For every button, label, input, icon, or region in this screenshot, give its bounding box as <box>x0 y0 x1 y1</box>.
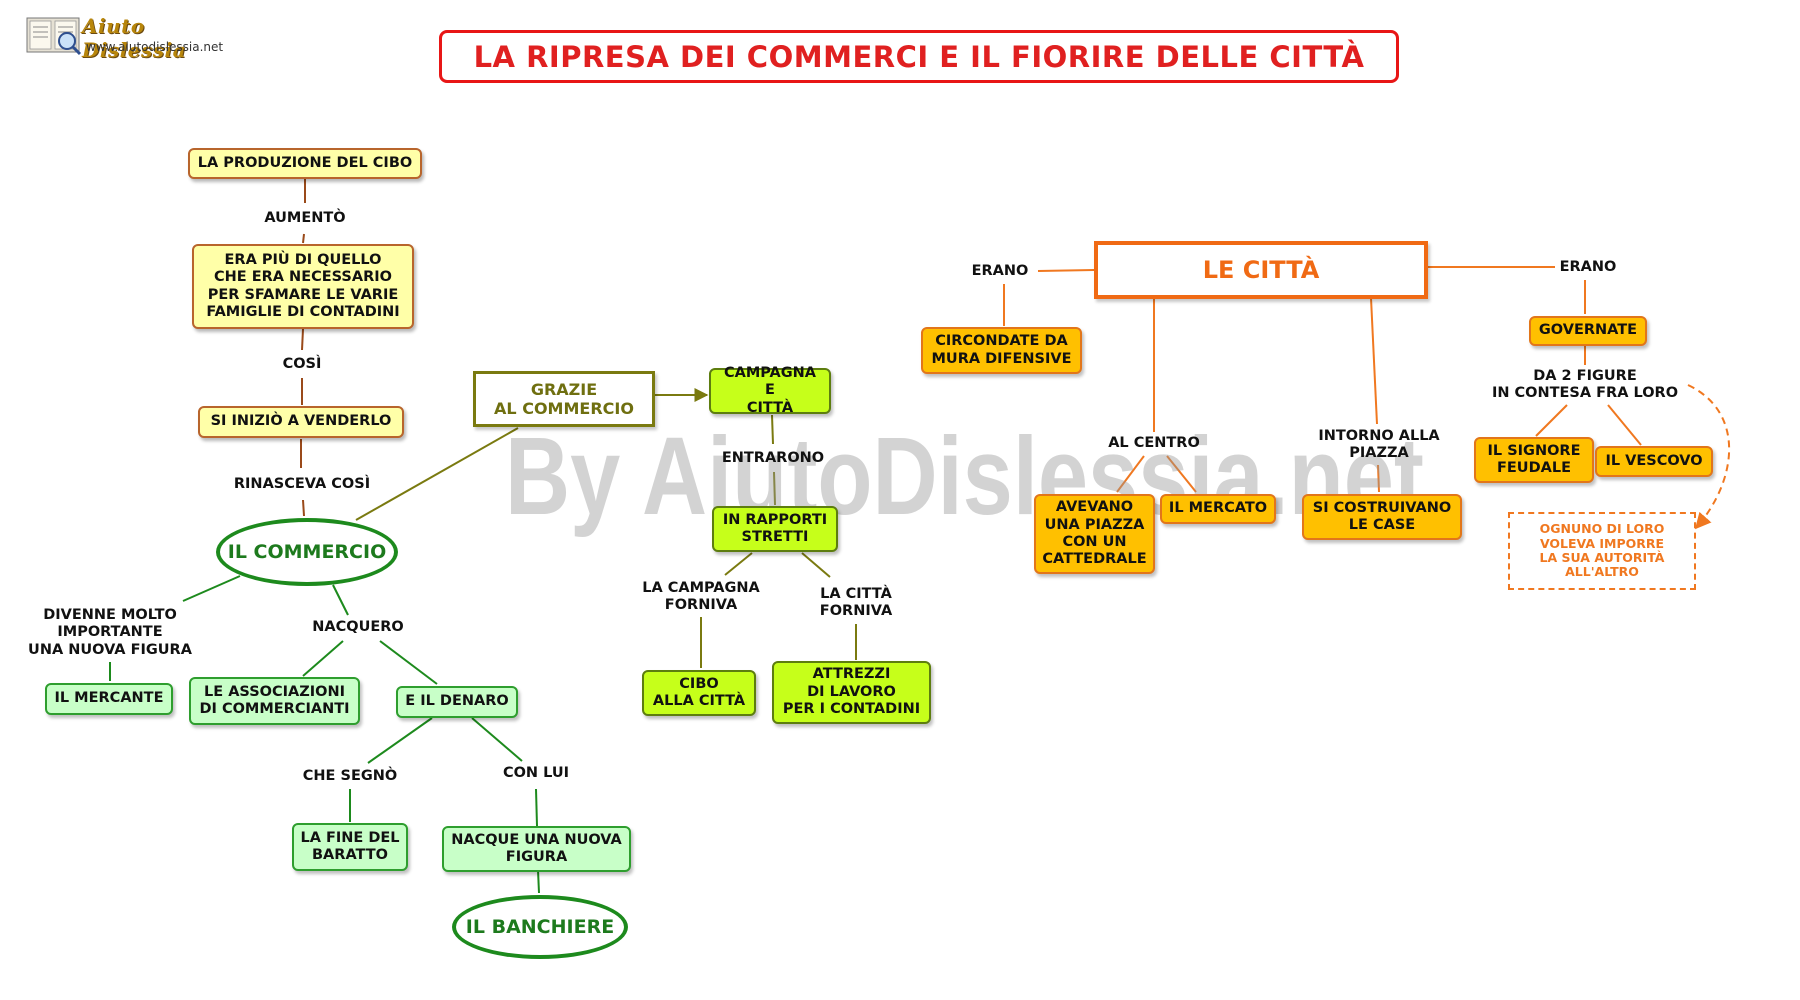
green-connectors <box>109 575 540 894</box>
connector-conlui-nuova <box>535 788 538 827</box>
connector-figure-note-dashed <box>1687 384 1731 530</box>
node-le-citta: LE CITTÀ <box>1094 241 1428 299</box>
node-e-il-denaro: E IL DENARO <box>396 686 518 718</box>
label-rinasceva: RINASCEVA COSÌ <box>233 476 371 493</box>
connector-erapiu-cosi <box>301 328 304 351</box>
label-aumento: AUMENTÒ <box>264 210 346 227</box>
logo-url: www.aiutodislessia.net <box>86 40 224 54</box>
connector-alcentro-piazza <box>1116 455 1145 493</box>
label-campagna-forniva: LA CAMPAGNA FORNIVA <box>642 579 760 613</box>
node-piazza-cattedrale: AVEVANO UNA PIAZZA CON UN CATTEDRALE <box>1034 494 1155 574</box>
label-intorno-piazza: INTORNO ALLA PIAZZA <box>1318 427 1440 461</box>
node-campagna-citta: CAMPAGNA E CITTÀ <box>709 365 831 416</box>
label-nacquero: NACQUERO <box>312 619 404 636</box>
node-il-mercato: IL MERCATO <box>1160 494 1276 524</box>
node-cibo-citta: CIBO ALLA CITTÀ <box>642 670 756 716</box>
connector-nuova-banchiere <box>537 869 540 894</box>
node-produzione-cibo: LA PRODUZIONE DEL CIBO <box>188 148 422 179</box>
connector-commercio-grazie <box>355 427 519 521</box>
node-nuova-figura: NACQUE UNA NUOVA FIGURA <box>442 826 631 872</box>
label-al-centro: AL CENTRO <box>1108 435 1200 452</box>
label-erano-right: ERANO <box>1559 259 1617 276</box>
connector-rapporti-cittaforniva <box>801 552 831 578</box>
logo-title: Aiuto Dislessia <box>82 14 187 62</box>
node-signore-feudale: IL SIGNORE FEUDALE <box>1474 437 1594 483</box>
node-circondate-mura: CIRCONDATE DA MURA DIFENSIVE <box>921 327 1082 374</box>
label-citta-forniva: LA CITTÀ FORNIVA <box>819 585 893 619</box>
connector-nacquero-denaro <box>379 640 438 685</box>
note-autorita: OGNUNO DI LORO VOLEVA IMPORRE LA SUA AUT… <box>1508 512 1696 590</box>
label-due-figure: DA 2 FIGURE IN CONTESA FRA LORO <box>1491 367 1679 401</box>
open-book-icon <box>26 17 82 56</box>
left-chain-connectors <box>300 179 306 517</box>
node-attrezzi: ATTREZZI DI LAVORO PER I CONTADINI <box>772 661 931 724</box>
connector-aumento-erapiu <box>302 233 305 244</box>
connector-campagna-entrarono <box>771 414 774 445</box>
node-associazioni: LE ASSOCIAZIONI DI COMMERCIANTI <box>189 677 360 725</box>
connector-denaro-conlui <box>471 717 523 762</box>
node-rapporti-stretti: IN RAPPORTI STRETTI <box>712 506 838 552</box>
connector-intorno-case <box>1377 464 1380 493</box>
label-cosi: COSÌ <box>282 356 322 373</box>
page-title: LA RIPRESA DEI COMMERCI E IL FIORIRE DEL… <box>439 30 1399 83</box>
connector-citta-erano-left <box>1037 269 1095 272</box>
connector-entrarono-rapporti <box>773 471 776 506</box>
label-erano-left: ERANO <box>971 263 1029 280</box>
connector-citta-intorno <box>1370 297 1378 425</box>
node-fine-baratto: LA FINE DEL BARATTO <box>292 823 408 871</box>
connector-denaro-segno <box>367 717 433 764</box>
middle-connectors <box>355 388 857 668</box>
aiutodislessia-logo: Aiuto Dislessia www.aiutodislessia.net <box>26 12 241 62</box>
connector-alcentro-mercato <box>1166 455 1197 493</box>
node-il-banchiere: IL BANCHIERE <box>452 895 628 959</box>
connector-commercio-divenne <box>182 575 241 602</box>
node-il-commercio: IL COMMERCIO <box>216 518 398 586</box>
label-entrarono: ENTRARONO <box>721 450 825 467</box>
node-era-piu: ERA PIÙ DI QUELLO CHE ERA NECESSARIO PER… <box>192 244 414 329</box>
label-che-segno: CHE SEGNÒ <box>302 768 398 785</box>
orange-connectors <box>1003 266 1731 530</box>
connector-rapporti-campagnaforniva <box>724 552 753 576</box>
connector-commercio-nacquero <box>332 584 349 616</box>
connector-figure-signore <box>1535 404 1568 437</box>
label-con-lui: CON LUI <box>502 765 570 782</box>
node-grazie-commercio: GRAZIE AL COMMERCIO <box>473 371 655 427</box>
node-il-mercante: IL MERCANTE <box>45 683 173 715</box>
connector-figure-vescovo <box>1607 404 1642 446</box>
connector-rinasceva-commercio <box>302 499 305 517</box>
node-governate: GOVERNATE <box>1529 316 1647 346</box>
connector-nacquero-associazioni <box>302 640 344 677</box>
node-inizio-venderlo: SI INIZIÒ A VENDERLO <box>198 406 404 438</box>
node-case: SI COSTRUIVANO LE CASE <box>1302 494 1462 540</box>
node-vescovo: IL VESCOVO <box>1595 446 1713 477</box>
label-divenne: DIVENNE MOLTO IMPORTANTE UNA NUOVA FIGUR… <box>28 606 192 658</box>
